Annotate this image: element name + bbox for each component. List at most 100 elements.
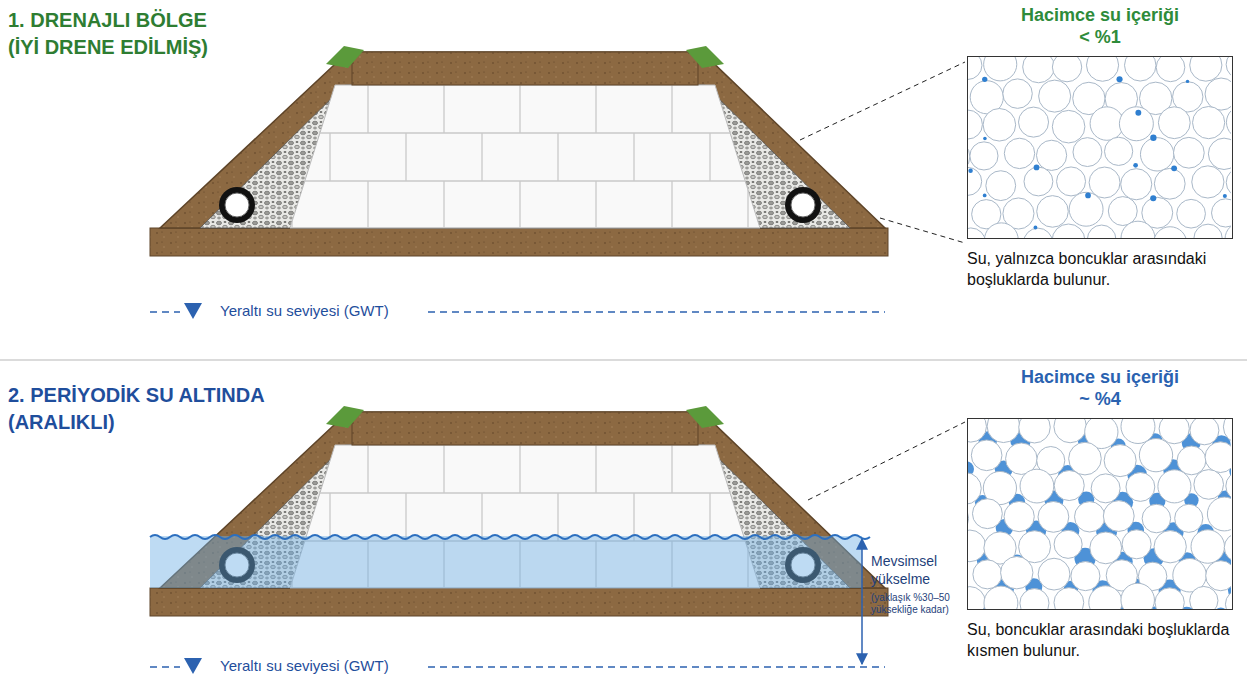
- eps-bead: [973, 560, 1002, 589]
- bead-picture: [968, 57, 1231, 238]
- eps-bead: [1069, 442, 1102, 475]
- eps-bead: [1105, 137, 1133, 165]
- block-joint: [329, 133, 330, 181]
- eps-bead: [1019, 419, 1051, 443]
- eps-bead: [1073, 138, 1102, 167]
- eps-bead: [1142, 504, 1171, 533]
- eps-bead: [1054, 530, 1082, 558]
- block-joint: [280, 180, 770, 181]
- eps-bead: [1126, 473, 1155, 502]
- gwt-dash: [150, 311, 180, 313]
- block-joint: [557, 133, 558, 181]
- eps-bead: [1158, 107, 1190, 139]
- soil-cover: [160, 52, 885, 228]
- eps-bead: [1225, 590, 1231, 609]
- grass: [326, 46, 364, 68]
- eps-bead: [1205, 442, 1231, 473]
- eps-bead: [1205, 78, 1231, 110]
- eps-bead: [1154, 531, 1186, 563]
- section-subtitle: (İYİ DRENE EDİLMİŞ): [8, 35, 208, 60]
- block-joint: [291, 181, 292, 228]
- eps-bead: [968, 167, 982, 195]
- block-joint: [671, 445, 672, 493]
- eps-bead: [1104, 445, 1136, 477]
- block-joint: [367, 85, 368, 133]
- pore-water: [1223, 194, 1227, 198]
- gwt-symbol: [184, 303, 202, 319]
- top-cap: [352, 52, 698, 85]
- eps-bead: [1019, 107, 1049, 137]
- block-joint: [595, 445, 596, 493]
- leader-line: [880, 218, 965, 243]
- eps-bead: [1091, 474, 1120, 503]
- pore-water: [1150, 135, 1156, 141]
- gwt-dash: [428, 666, 885, 668]
- gwt-dash: [150, 666, 180, 668]
- block-joint: [481, 493, 482, 541]
- eps-bead: [968, 57, 982, 79]
- bead-picture: [968, 419, 1231, 609]
- grass: [326, 406, 364, 428]
- eps-bead: [1192, 166, 1224, 198]
- eps-bead: [1024, 167, 1053, 196]
- eps-bead: [1089, 167, 1120, 198]
- block-joint: [481, 133, 482, 181]
- eps-bead: [1087, 225, 1116, 238]
- block-joint: [291, 445, 292, 493]
- eps-bead: [1155, 588, 1184, 609]
- leader-line: [800, 62, 965, 140]
- eps-bead: [968, 110, 982, 139]
- eps-bead: [970, 142, 998, 170]
- eps-bead: [1121, 221, 1155, 238]
- eps-bead: [1052, 224, 1085, 238]
- block-joint: [280, 132, 770, 133]
- grass: [686, 46, 724, 68]
- eps-bead: [1156, 57, 1185, 82]
- eps-bead: [1208, 138, 1231, 169]
- block-joint: [443, 445, 444, 493]
- eps-bead: [1108, 197, 1137, 226]
- eps-bead: [1004, 501, 1034, 531]
- eps-bead: [1223, 419, 1231, 443]
- eps-bead: [1004, 138, 1034, 168]
- rise-label: yükselme: [871, 571, 930, 589]
- eps-bead: [1054, 470, 1084, 500]
- eps-bead: [983, 108, 1016, 141]
- bead-view: [967, 56, 1233, 239]
- section-title: 1. DRENAJLI BÖLGE: [8, 8, 207, 33]
- eps-bead: [1177, 446, 1206, 475]
- drain-pipe: [785, 187, 821, 223]
- embankment: [150, 406, 888, 616]
- eps-bead: [1154, 168, 1185, 199]
- eps-bead: [1194, 470, 1224, 500]
- block-joint: [367, 181, 368, 228]
- eps-bead: [1037, 196, 1069, 228]
- eps-bead: [968, 228, 986, 238]
- block-joint: [747, 181, 748, 228]
- gwt-symbol: [184, 658, 202, 674]
- eps-bead: [1086, 57, 1118, 81]
- eps-bead: [1003, 79, 1032, 108]
- block-joint: [519, 445, 520, 493]
- eps-bead: [1054, 588, 1084, 609]
- eps-bead: [1069, 192, 1103, 226]
- eps-bead: [1226, 168, 1231, 197]
- eps-bead: [1175, 504, 1203, 532]
- eps-bead: [1038, 558, 1070, 590]
- block-joint: [519, 85, 520, 133]
- pore-water: [1150, 195, 1156, 201]
- rise-arrow: [861, 539, 863, 664]
- block-joint: [557, 493, 558, 541]
- eps-bead: [984, 586, 1018, 609]
- pore-water: [1171, 165, 1177, 171]
- rise-label: Mevsimsel: [871, 553, 937, 571]
- block-joint: [671, 85, 672, 133]
- inset-value: ~ %4: [967, 388, 1233, 410]
- eps-bead: [1177, 199, 1206, 228]
- eps-bead: [1207, 497, 1231, 531]
- bead-view: [967, 418, 1233, 610]
- block-joint: [633, 133, 634, 181]
- gwt-label: Yeraltı su seviyesi (GWT): [220, 302, 389, 321]
- embankment: [150, 46, 888, 256]
